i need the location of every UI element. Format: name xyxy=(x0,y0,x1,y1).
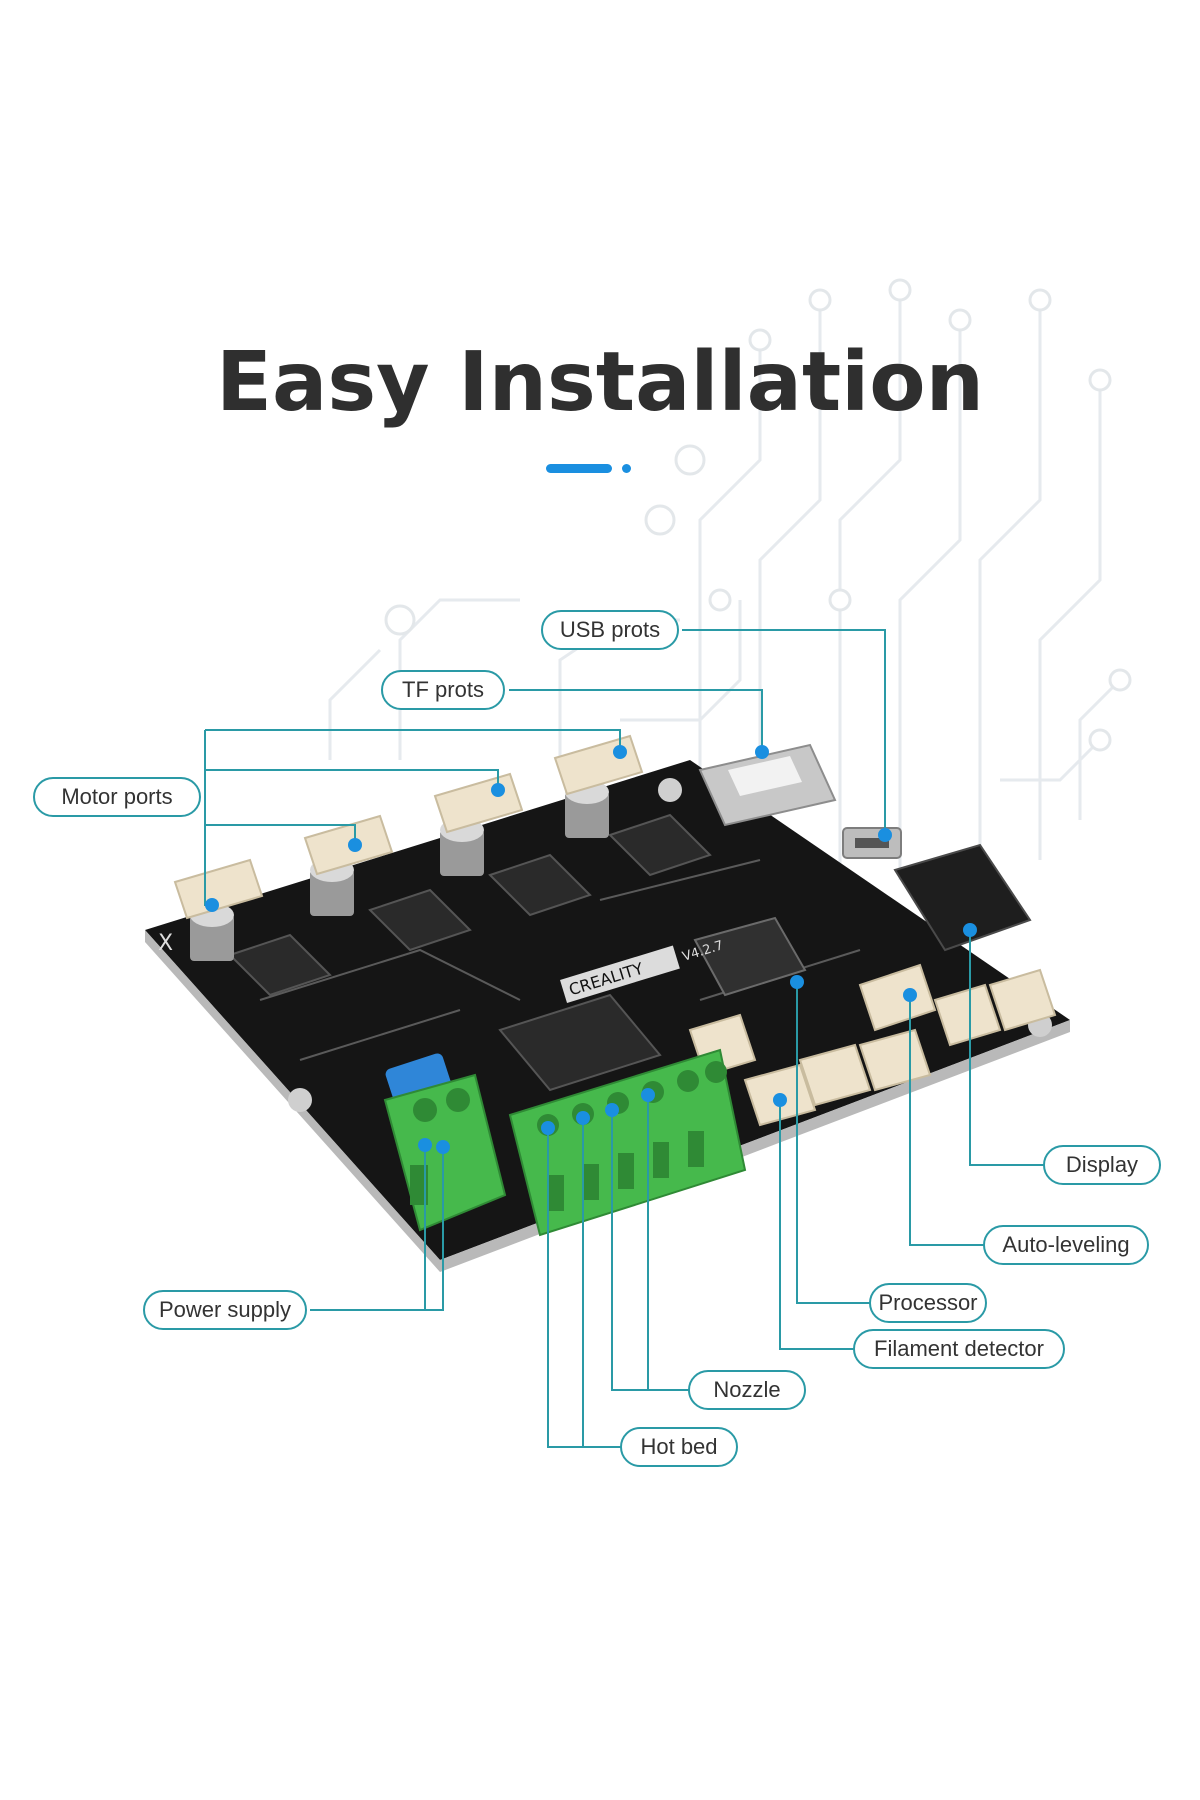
pointer-dot xyxy=(605,1103,619,1117)
title-accent-bar xyxy=(546,464,612,473)
pointer-dot xyxy=(418,1138,432,1152)
processor-chip xyxy=(693,916,807,997)
connector xyxy=(988,968,1057,1032)
pointer-dot xyxy=(576,1111,590,1125)
mounting-hole xyxy=(658,778,682,802)
leader-processor xyxy=(796,982,870,1304)
callout-tf-ports: TF prots xyxy=(381,670,505,710)
callout-motor-ports: Motor ports xyxy=(33,777,201,817)
pointer-dot xyxy=(205,898,219,912)
title-accent-dot xyxy=(622,464,631,473)
mounting-hole xyxy=(288,1088,312,1112)
leader-power xyxy=(310,1145,444,1311)
leader-nozzle xyxy=(611,1095,690,1391)
pointer-dot xyxy=(773,1093,787,1107)
connector xyxy=(858,1028,932,1092)
pointer-dot xyxy=(436,1140,450,1154)
callout-display: Display xyxy=(1043,1145,1161,1185)
driver-heatsink xyxy=(368,888,472,952)
auto-leveling-connector xyxy=(858,963,937,1032)
tf-card xyxy=(728,756,802,796)
connector xyxy=(798,1043,872,1107)
callout-usb-ports: USB prots xyxy=(541,610,679,650)
leader-filament xyxy=(779,1100,855,1350)
motor-port-connector xyxy=(173,858,264,920)
leader-usb xyxy=(682,629,886,835)
axis-mark: X xyxy=(158,931,173,956)
driver-heatsink xyxy=(608,813,712,877)
driver-heatsink xyxy=(488,853,592,917)
leader-display xyxy=(969,930,1045,1166)
display-header xyxy=(893,843,1032,952)
pointer-dot xyxy=(541,1121,555,1135)
pointer-dot xyxy=(613,745,627,759)
leader-tf xyxy=(509,689,763,752)
callout-power-supply: Power supply xyxy=(143,1290,307,1330)
leader-hotbed xyxy=(547,1118,622,1448)
connector xyxy=(933,983,1002,1047)
pointer-dot xyxy=(878,828,892,842)
heater-terminal-block xyxy=(508,1048,747,1237)
pointer-dot xyxy=(903,988,917,1002)
pointer-dot xyxy=(963,923,977,937)
leader-autolevel xyxy=(909,995,985,1246)
main-heatsink xyxy=(498,993,662,1092)
leader-motor xyxy=(204,729,621,906)
pointer-dot xyxy=(348,838,362,852)
callout-auto-leveling: Auto-leveling xyxy=(983,1225,1149,1265)
callout-nozzle: Nozzle xyxy=(688,1370,806,1410)
driver-heatsink xyxy=(228,933,332,997)
pointer-dot xyxy=(755,745,769,759)
pointer-dot xyxy=(641,1088,655,1102)
callout-filament-detector: Filament detector xyxy=(853,1329,1065,1369)
pointer-dot xyxy=(491,783,505,797)
callout-hot-bed: Hot bed xyxy=(620,1427,738,1467)
page-title: Easy Installation xyxy=(216,335,984,430)
pointer-dot xyxy=(790,975,804,989)
callout-processor: Processor xyxy=(869,1283,987,1323)
